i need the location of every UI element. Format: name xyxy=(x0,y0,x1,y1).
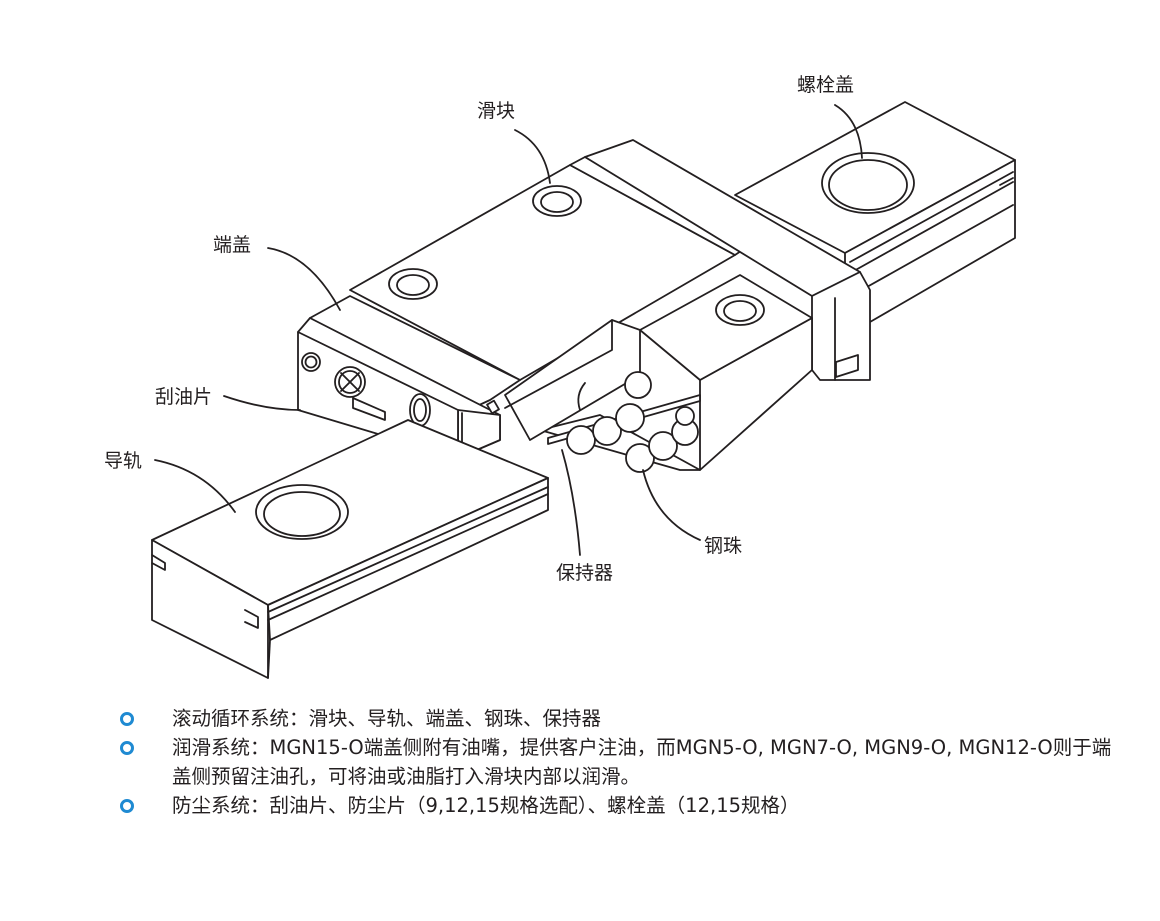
cutaway-window xyxy=(504,319,641,441)
bolt-cap-hole xyxy=(821,152,915,214)
rail-front xyxy=(151,419,549,679)
leader-steel-ball xyxy=(642,469,701,541)
circle-bullet-icon xyxy=(120,799,134,813)
label-rail: 导轨 xyxy=(104,450,143,472)
leader-retainer xyxy=(561,449,581,556)
rail-mounting-hole xyxy=(255,484,349,540)
feature-text: 滚动循环系统：滑块、导轨、端盖、钢珠、保持器 xyxy=(172,707,602,730)
label-retainer: 保持器 xyxy=(556,562,614,584)
label-end-cap: 端盖 xyxy=(213,234,252,256)
feature-item-rolling-circulation: 滚动循环系统：滑块、导轨、端盖、钢珠、保持器 xyxy=(120,704,1130,733)
circle-bullet-icon xyxy=(120,712,134,726)
leader-end-cap xyxy=(267,247,341,311)
leader-rail xyxy=(154,459,236,513)
feature-list: 滚动循环系统：滑块、导轨、端盖、钢珠、保持器 润滑系统：MGN15-O端盖侧附有… xyxy=(120,704,1130,820)
feature-text: 润滑系统：MGN15-O端盖侧附有油嘴，提供客户注油，而MGN5-O, MGN7… xyxy=(172,736,1112,788)
label-steel-ball: 钢珠 xyxy=(704,535,743,557)
leader-scraper xyxy=(223,395,301,411)
label-bolt-cap: 螺栓盖 xyxy=(797,74,855,96)
circle-bullet-icon xyxy=(120,741,134,755)
feature-text: 防尘系统：刮油片、防尘片（9,12,15规格选配）、螺栓盖（12,15规格） xyxy=(172,794,800,817)
label-scraper: 刮油片 xyxy=(155,386,213,408)
leader-slider xyxy=(514,129,551,184)
linear-guide-diagram xyxy=(151,101,1016,679)
steel-balls xyxy=(566,371,699,473)
feature-item-dustproof: 防尘系统：刮油片、防尘片（9,12,15规格选配）、螺栓盖（12,15规格） xyxy=(120,791,1130,820)
label-slider: 滑块 xyxy=(477,100,516,122)
feature-item-lubrication: 润滑系统：MGN15-O端盖侧附有油嘴，提供客户注油，而MGN5-O, MGN7… xyxy=(120,733,1130,791)
slider-mounting-holes xyxy=(388,185,765,326)
slider-block xyxy=(349,139,871,471)
leader-lines xyxy=(154,104,863,556)
leader-bolt-cap xyxy=(834,104,863,159)
